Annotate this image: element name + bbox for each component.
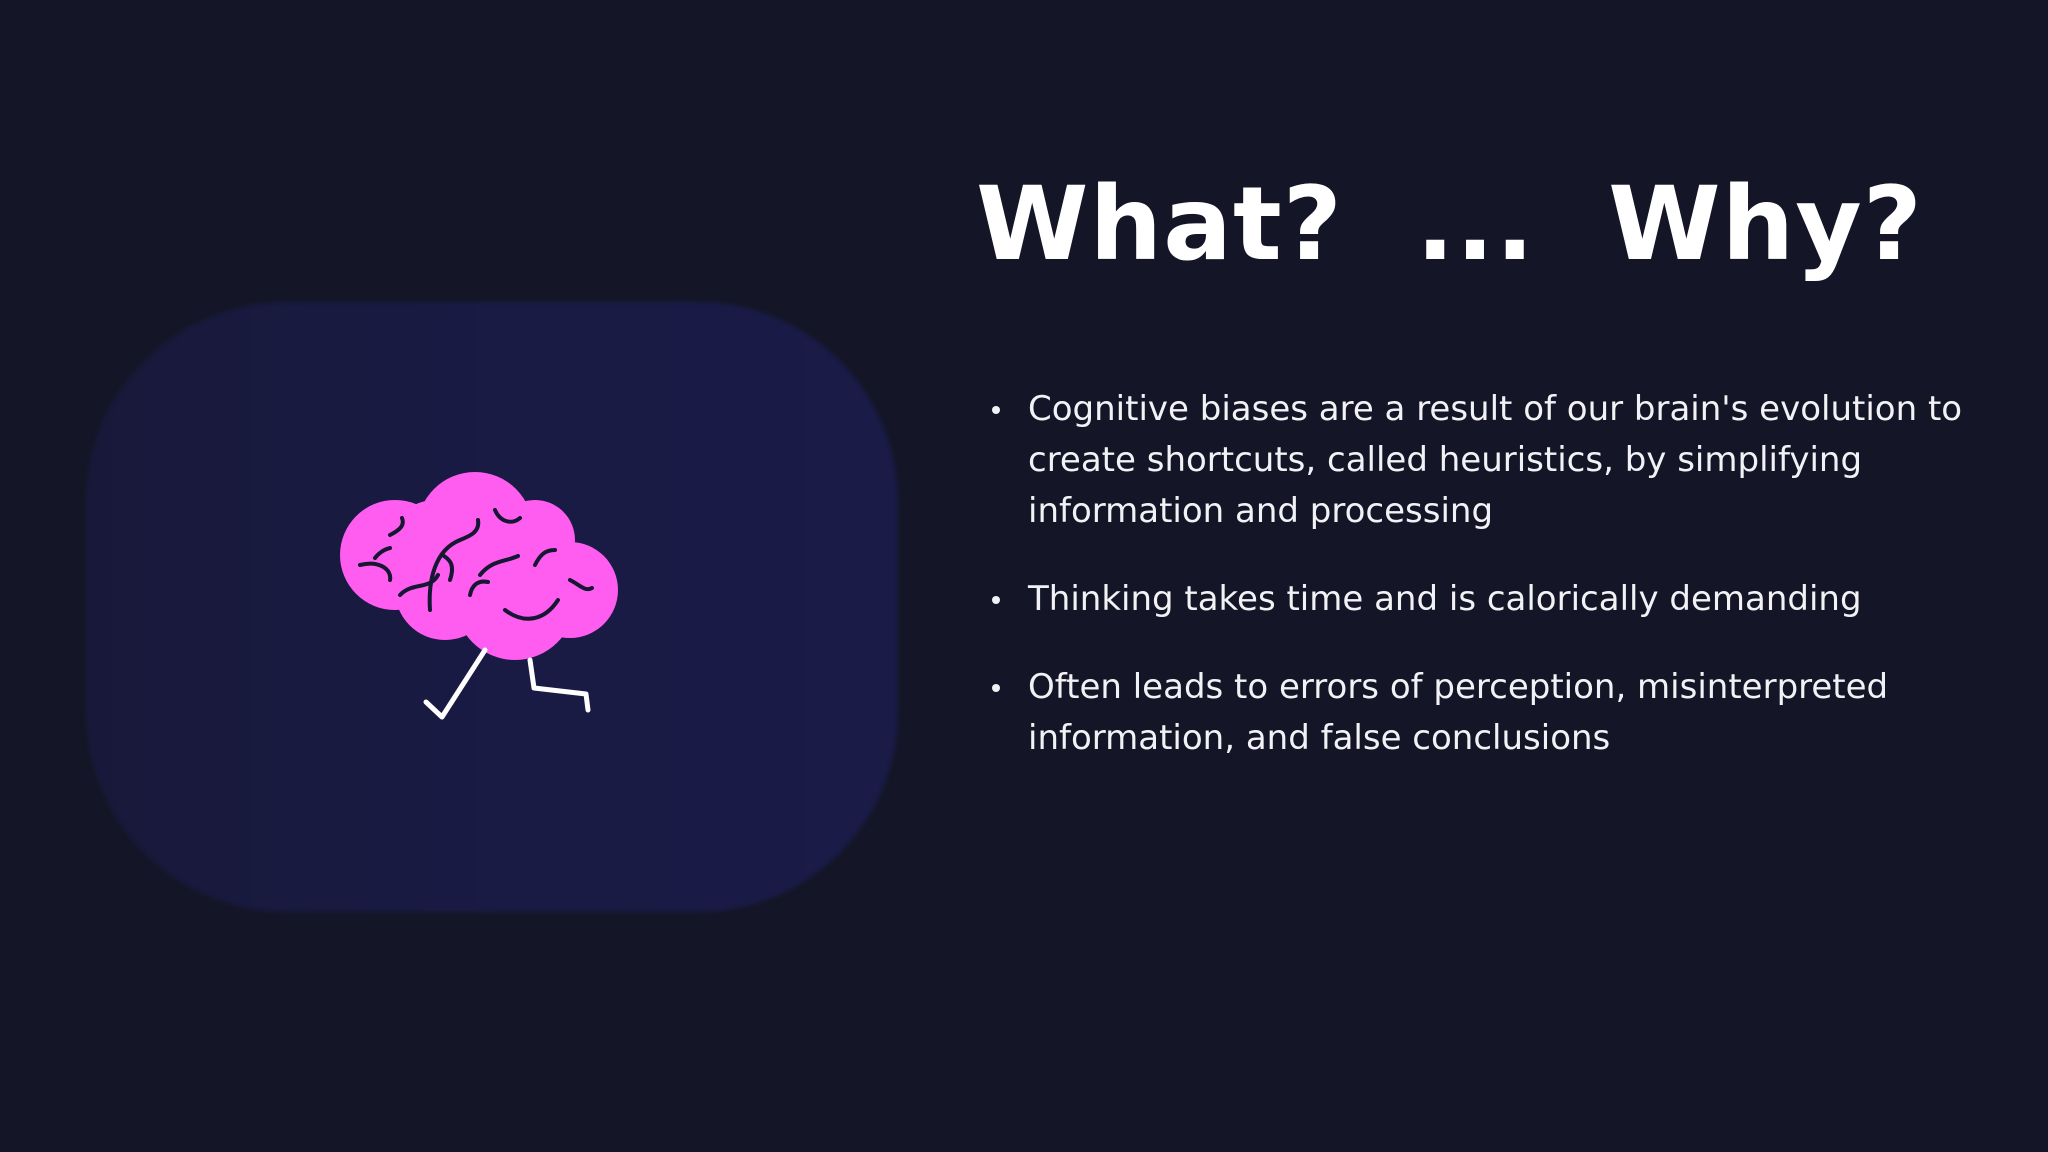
- bullet-text: Often leads to errors of perception, mis…: [1028, 667, 1889, 758]
- bullet-text: Cognitive biases are a result of our bra…: [1028, 389, 1963, 531]
- bullet-item: Cognitive biases are a result of our bra…: [992, 384, 2002, 537]
- bullet-text: Thinking takes time and is calorically d…: [1028, 579, 1862, 619]
- brain-folds: [358, 508, 594, 621]
- slide-title: What? ... Why?: [976, 165, 1923, 284]
- bullet-item: Often leads to errors of perception, mis…: [992, 662, 2002, 764]
- bullet-icon: [992, 684, 1000, 692]
- bullet-list: Cognitive biases are a result of our bra…: [992, 384, 2002, 801]
- running-brain-icon: [340, 472, 618, 720]
- bullet-item: Thinking takes time and is calorically d…: [992, 574, 2002, 625]
- bullet-icon: [992, 596, 1000, 604]
- bullet-icon: [992, 406, 1000, 414]
- brain-legs: [423, 647, 591, 720]
